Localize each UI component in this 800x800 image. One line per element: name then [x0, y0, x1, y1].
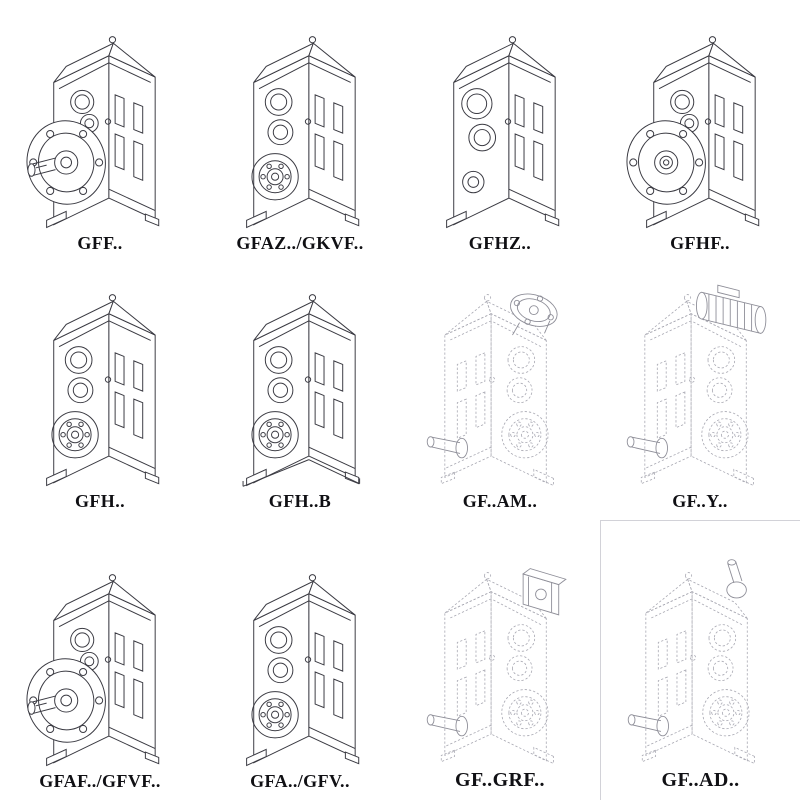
catalog-cell: GFAZ../GKVF..	[200, 0, 400, 262]
gearbox-symbol	[447, 37, 559, 228]
catalog-cell: GF..AM..	[400, 262, 600, 520]
gearbox-drawing-gfaz-gkvf	[215, 13, 385, 231]
model-label: GFHF..	[670, 233, 730, 253]
gearbox-drawing-gfh	[15, 271, 185, 489]
gearbox-symbol	[627, 285, 766, 485]
gearbox-symbol	[620, 37, 758, 228]
gearbox-symbol	[247, 575, 359, 766]
catalog-cell: GFH..	[0, 262, 200, 520]
gearbox-symbol	[427, 569, 566, 764]
catalog-cell: GFF..	[0, 0, 200, 262]
gearbox-drawing-gfhz	[415, 13, 585, 231]
gearbox-drawing-gf-y	[615, 271, 785, 489]
model-label: GFF..	[77, 233, 123, 253]
model-label: GF..Y..	[672, 491, 728, 511]
gearbox-symbol	[20, 575, 158, 766]
gearbox-drawing-gf-grf	[415, 549, 585, 767]
gearbox-drawing-gfh-b	[215, 271, 385, 489]
model-label: GFAZ../GKVF..	[236, 233, 364, 253]
catalog-cell: GFH..B	[200, 262, 400, 520]
model-label: GFA../GFV..	[250, 771, 350, 791]
gearbox-drawing-gfa-gfv	[215, 551, 385, 769]
model-label: GFH..B	[268, 491, 332, 511]
gearbox-symbol	[247, 37, 359, 228]
gearbox-symbol	[20, 37, 158, 228]
gearbox-drawing-gf-am	[415, 271, 585, 489]
model-label: GFAF../GFVF..	[39, 771, 161, 791]
catalog-cell: GF..Y..	[600, 262, 800, 520]
gearbox-symbol	[628, 560, 754, 764]
model-label: GFH..	[75, 491, 125, 511]
catalog-cell: GF..GRF..	[400, 520, 600, 800]
gearbox-drawing-gff	[15, 13, 185, 231]
catalog-cell: GFHZ..	[400, 0, 600, 262]
catalog-cell: GFA../GFV..	[200, 520, 400, 800]
gearbox-drawing-gfhf	[615, 13, 785, 231]
gearbox-symbol	[47, 295, 159, 486]
model-label: GF..AD..	[661, 769, 740, 791]
catalog-cell: GFAF../GFVF..	[0, 520, 200, 800]
gearbox-drawing-gf-ad	[616, 549, 786, 767]
gearbox-symbol	[427, 288, 561, 485]
model-label: GFHZ..	[468, 233, 532, 253]
catalog-cell: GF..AD..	[600, 520, 800, 800]
gearbox-drawing-gfaf-gfvf	[15, 551, 185, 769]
model-label: GF..AM..	[462, 491, 538, 511]
catalog-cell: GFHF..	[600, 0, 800, 262]
gearbox-symbol	[243, 295, 360, 487]
model-label: GF..GRF..	[455, 769, 545, 791]
